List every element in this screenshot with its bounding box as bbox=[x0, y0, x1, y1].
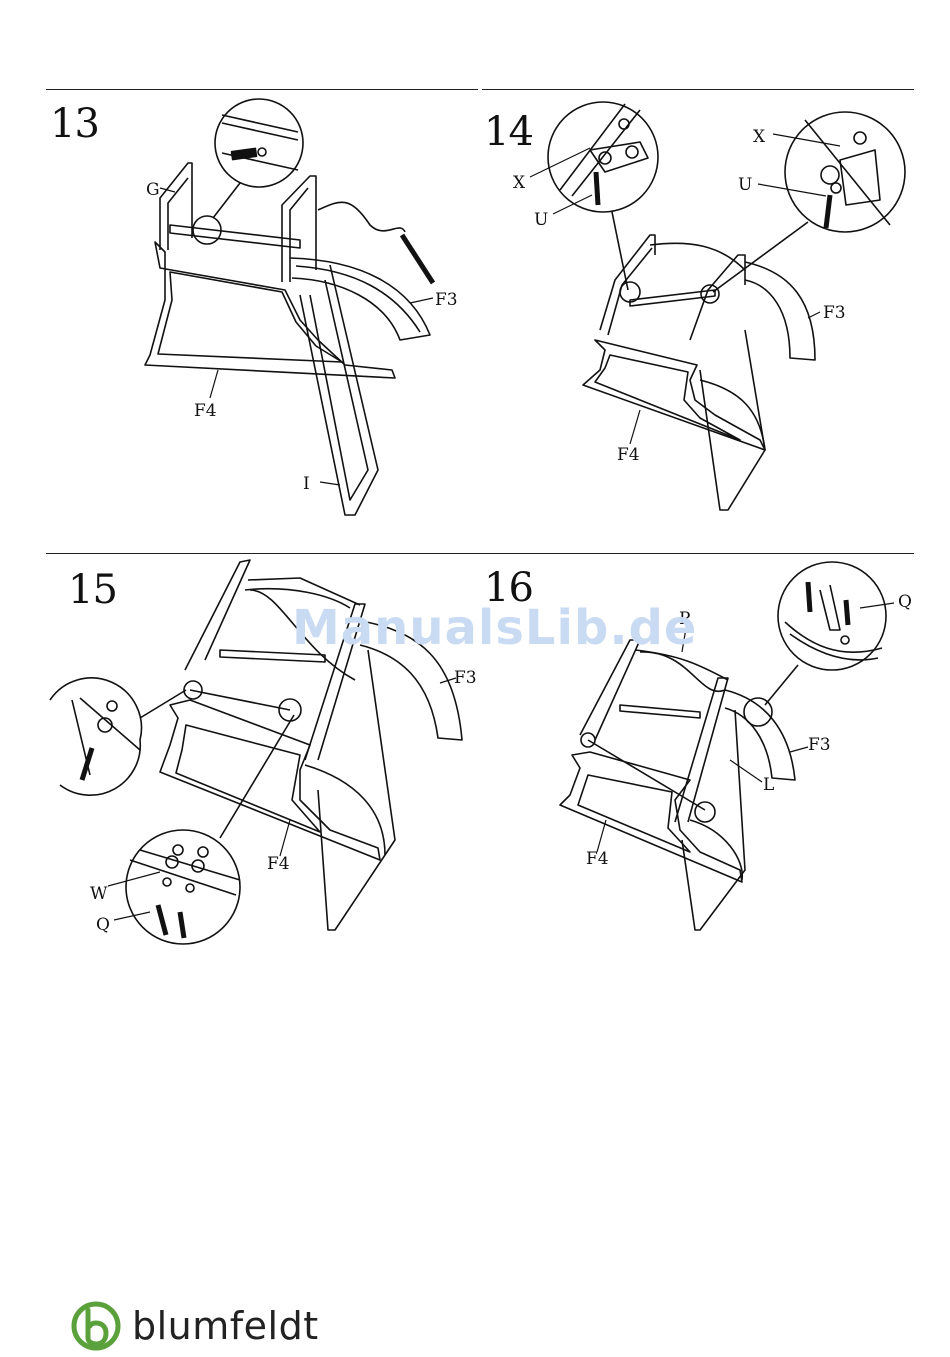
label-l: L bbox=[763, 775, 774, 795]
brand-name: blumfeldt bbox=[132, 1304, 319, 1348]
watermark-text: ManualsLib.de bbox=[292, 600, 697, 656]
label-f3: F3 bbox=[808, 735, 831, 755]
label-q: Q bbox=[898, 592, 912, 612]
label-f4: F4 bbox=[586, 849, 609, 869]
brand-logo: blumfeldt bbox=[70, 1300, 319, 1352]
blumfeldt-logo-icon bbox=[70, 1300, 122, 1352]
